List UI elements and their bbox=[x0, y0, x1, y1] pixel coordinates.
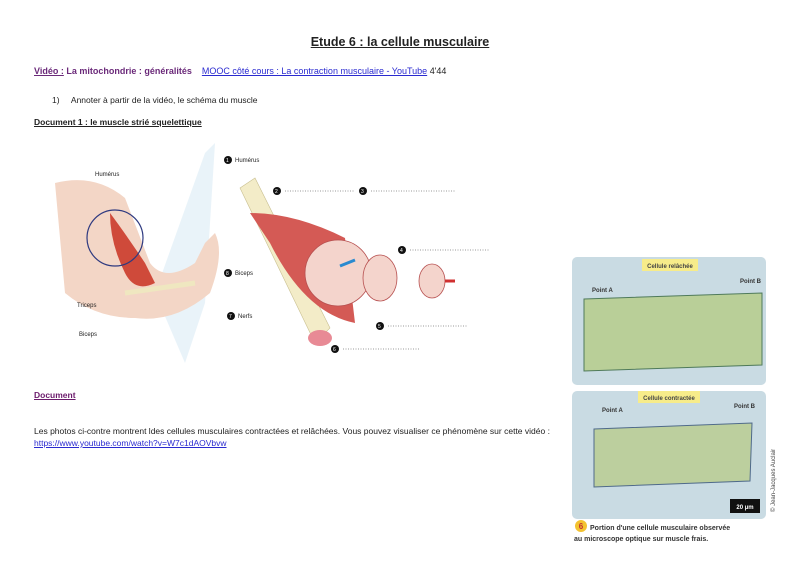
contracted-cell bbox=[593, 422, 753, 488]
label-6: 6 bbox=[333, 347, 336, 353]
contracted-label: Cellule contractée bbox=[643, 396, 695, 402]
video-duration: 4'44 bbox=[429, 66, 447, 76]
document1-heading: Document 1 : le muscle strié squelettiqu… bbox=[34, 117, 202, 127]
contracted-label-box bbox=[638, 391, 700, 403]
label-2: 2 bbox=[275, 189, 278, 195]
contracted-point-a: Point A bbox=[602, 408, 623, 414]
muscle-fiber bbox=[418, 263, 446, 299]
page-title: Etude 6 : la cellule musculaire bbox=[310, 35, 490, 49]
arm-label-biceps: Biceps bbox=[79, 332, 97, 338]
relaxed-cell bbox=[583, 292, 763, 372]
contracted-point-b: Point B bbox=[734, 404, 756, 410]
label-1: 1 bbox=[226, 158, 229, 164]
instruction-item: 1) Annoter à partir de la vidéo, le sché… bbox=[52, 95, 258, 105]
relaxed-point-b: Point B bbox=[740, 279, 762, 285]
biceps-shape bbox=[110, 213, 155, 287]
label-7: 7 bbox=[229, 314, 232, 320]
photo-credit: © Jean-Jacques Auclair bbox=[770, 449, 777, 512]
relaxed-label-box bbox=[642, 259, 698, 271]
zoom-circle bbox=[86, 209, 144, 267]
label-humerus: Humérus bbox=[235, 158, 259, 164]
muscle-diagram: Humérus Triceps Biceps 1 Humérus 2 3 4 5… bbox=[55, 143, 490, 363]
label-4: 4 bbox=[400, 248, 403, 254]
label-nerfs: Nerfs bbox=[238, 314, 252, 320]
figure-number: 6 bbox=[579, 522, 584, 531]
scale-bar bbox=[730, 499, 760, 513]
video-link[interactable]: https://www.youtube.com/watch?v=W7c1dAOV… bbox=[34, 438, 227, 448]
label-3: 3 bbox=[361, 189, 364, 195]
muscle-cross-section bbox=[304, 239, 372, 307]
muscle-cell-figure: Cellule relâchée Point A Point B Cellule… bbox=[572, 257, 777, 543]
document2-heading: Document bbox=[34, 390, 76, 400]
label-8: 8 bbox=[226, 271, 229, 277]
video-label: Vidéo : La mitochondrie : généralités bbox=[34, 66, 192, 76]
youtube-link[interactable]: MOOC côté cours : La contraction muscula… bbox=[201, 66, 428, 76]
caption-line2: au microscope optique sur muscle frais. bbox=[574, 536, 708, 543]
fascicle bbox=[362, 254, 398, 302]
forearm-bone bbox=[124, 280, 196, 296]
blood-vessel-blue bbox=[339, 258, 356, 268]
relaxed-label: Cellule relâchée bbox=[647, 264, 693, 270]
scale-label: 20 µm bbox=[736, 505, 753, 511]
label-5: 5 bbox=[378, 324, 381, 330]
bone-marrow bbox=[308, 330, 332, 346]
arm-label-humerus: Humérus bbox=[95, 172, 119, 178]
figure-number-badge bbox=[575, 520, 587, 532]
document2-paragraph: Les photos ci-contre montrent ldes cellu… bbox=[34, 426, 550, 448]
arm-label-triceps: Triceps bbox=[77, 303, 96, 309]
caption-line1: Portion d'une cellule musculaire observé… bbox=[590, 525, 730, 532]
instruction-text: Annoter à partir de la vidéo, le schéma … bbox=[70, 95, 258, 105]
video-line: Vidéo : La mitochondrie : généralités MO… bbox=[34, 66, 446, 76]
label-biceps: Biceps bbox=[235, 271, 253, 277]
instruction-number: 1) bbox=[52, 95, 60, 105]
relaxed-point-a: Point A bbox=[592, 288, 613, 294]
